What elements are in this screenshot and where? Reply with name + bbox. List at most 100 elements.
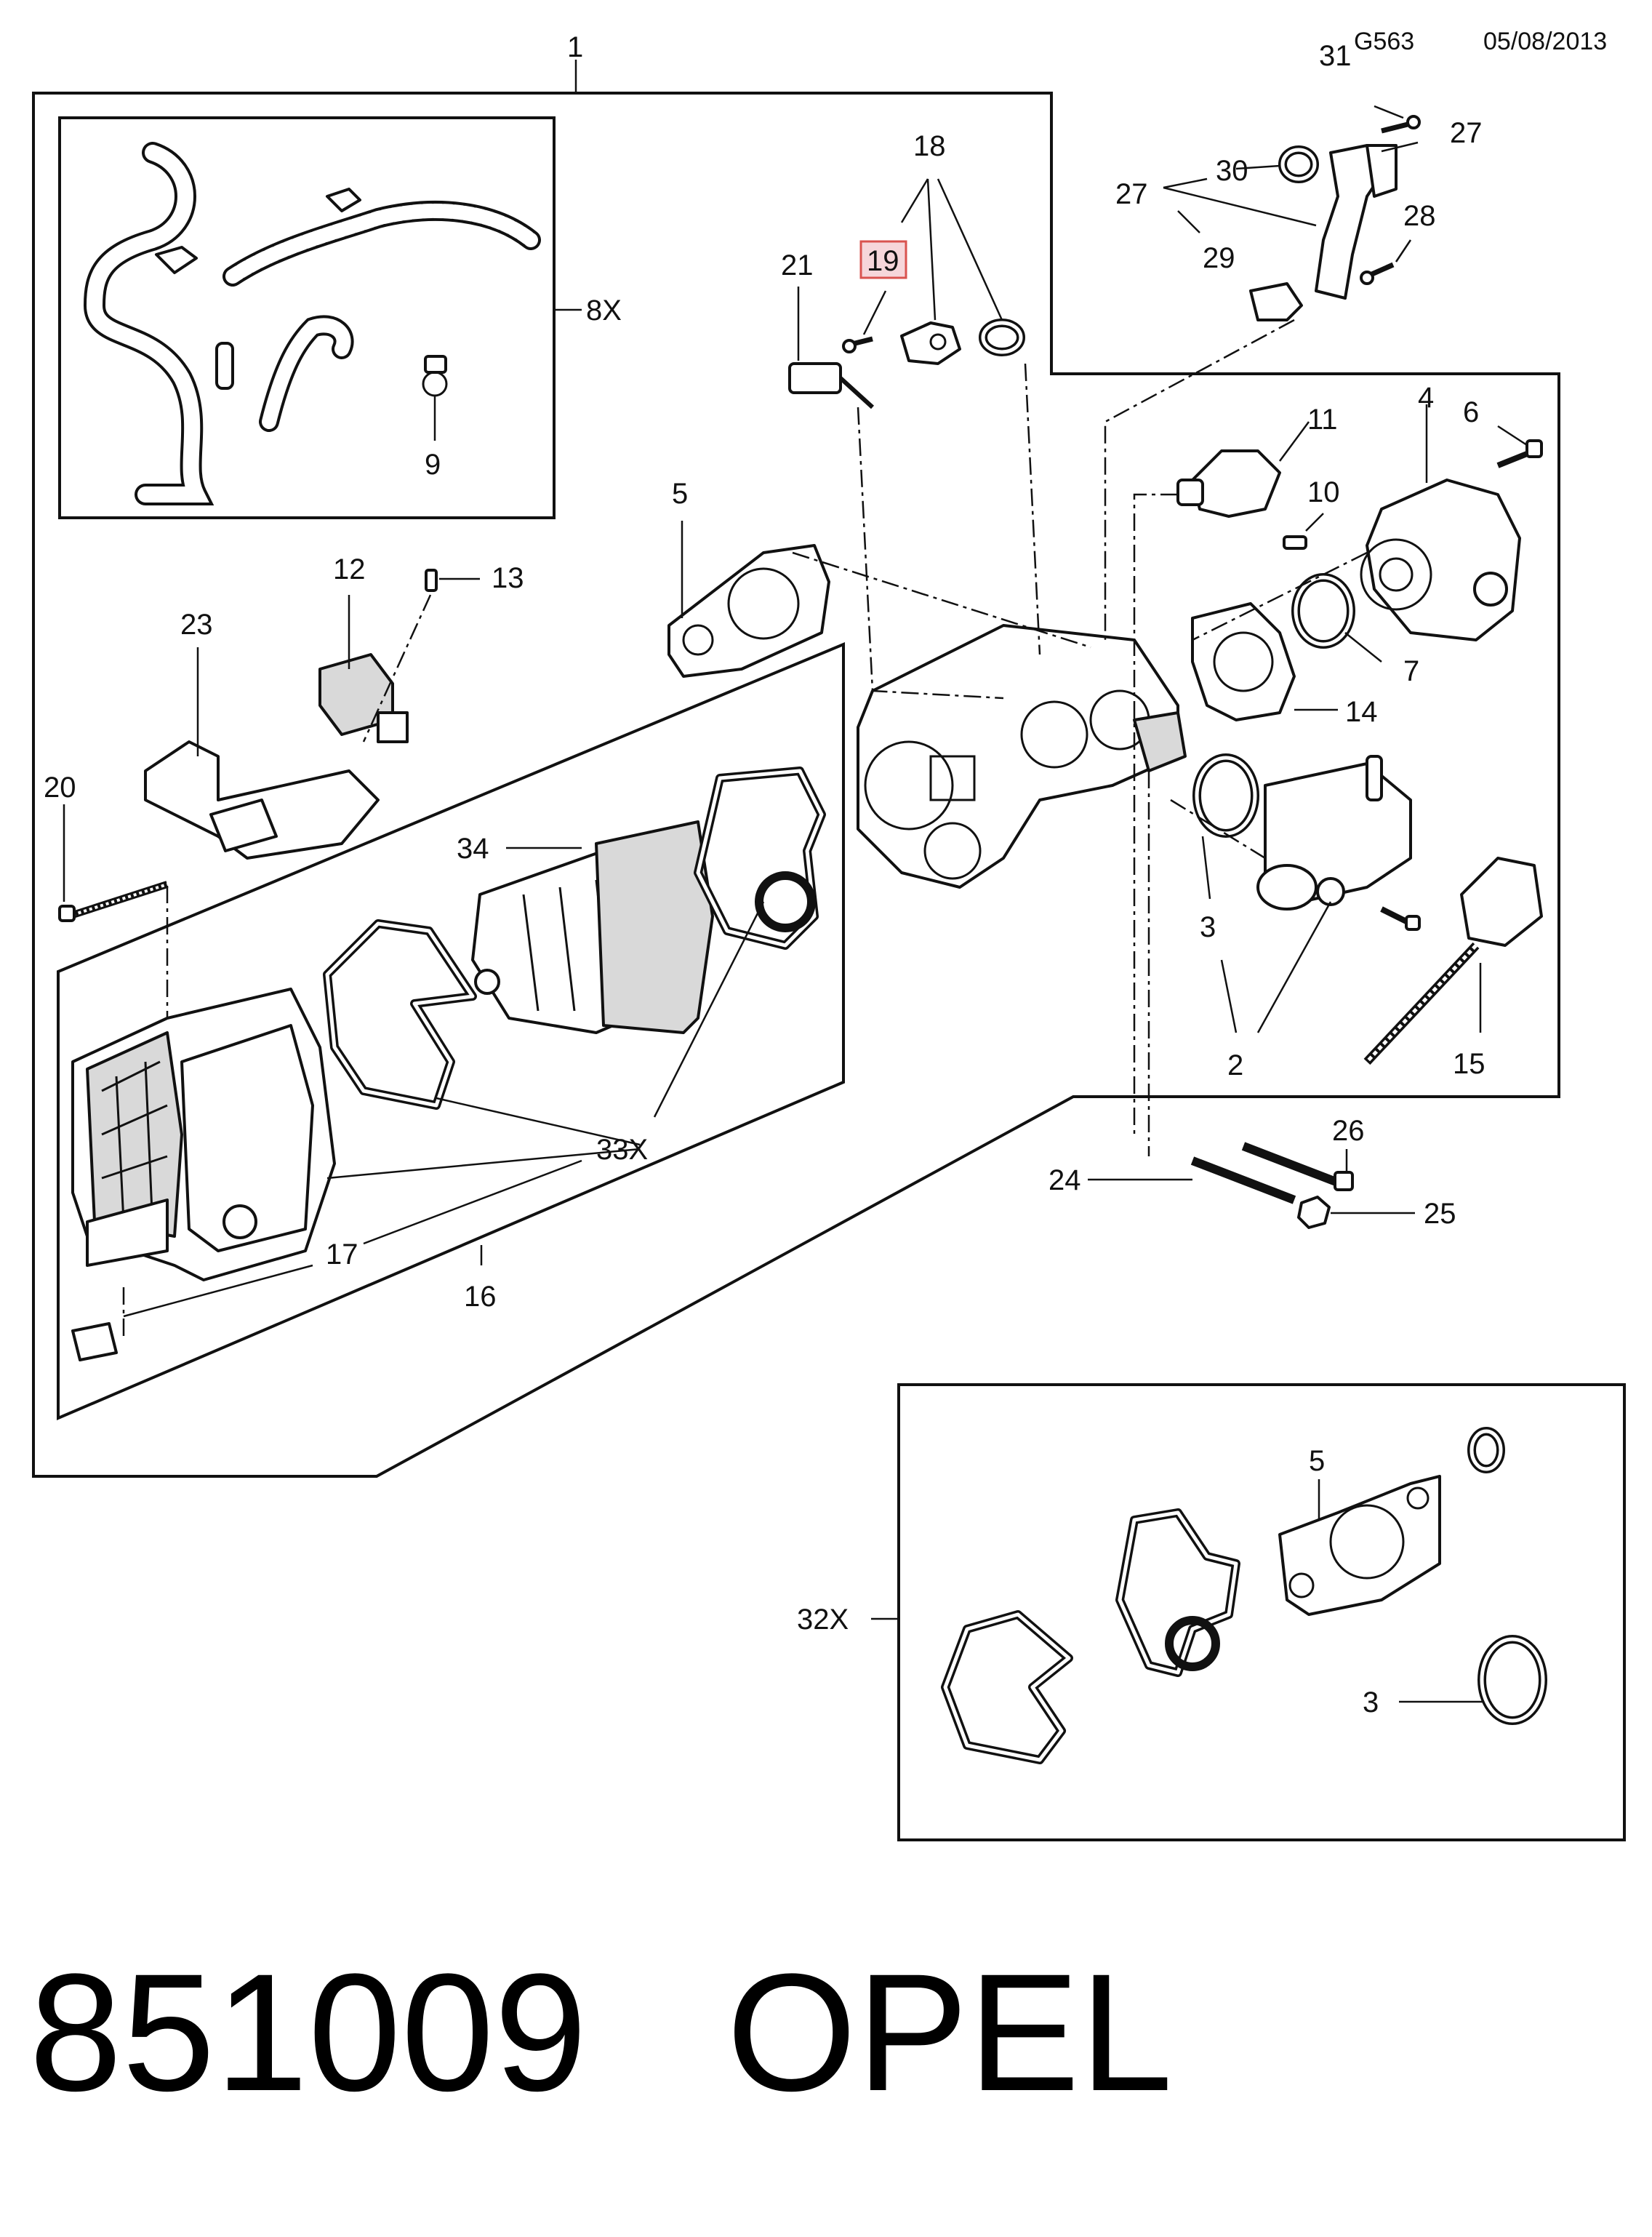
hose-kit-box: [58, 116, 556, 519]
callout-25: 25: [1424, 1198, 1456, 1230]
leader-17a: [363, 1159, 582, 1245]
leader-31: [1374, 105, 1404, 119]
callout-30: 30: [1216, 155, 1248, 187]
dash-2: [1170, 799, 1266, 860]
dash-29: [1104, 319, 1295, 640]
callout-32x: 32X: [797, 1604, 849, 1636]
egr-housing: [857, 624, 1187, 889]
egr-valve-sensor-12: [318, 653, 409, 743]
callout-19: 19: [867, 245, 899, 277]
callout-28: 28: [1403, 200, 1436, 232]
kit-gasket-5: [1278, 1475, 1441, 1616]
dash-21: [857, 407, 1004, 700]
bolt-26: [1241, 1142, 1354, 1191]
hose-set: [83, 142, 541, 505]
screw-19: [842, 336, 873, 353]
screw-28: [1360, 262, 1395, 285]
footer-part-number: 851009: [29, 1939, 588, 2126]
thermostat-housing-4: [1360, 479, 1521, 641]
gasket-14: [1191, 602, 1296, 721]
callout-27-lower: 27: [1115, 178, 1148, 210]
leader-18a: [900, 178, 929, 223]
callout-kit-5: 5: [1309, 1445, 1325, 1477]
callout-6: 6: [1463, 396, 1479, 428]
dash-11: [1133, 493, 1178, 1134]
leader-17b: [123, 1264, 313, 1318]
callout-17: 17: [326, 1238, 358, 1270]
egr-bracket-23: [144, 740, 380, 860]
callout-11: 11: [1307, 404, 1338, 436]
gasket-kit-box: [897, 1383, 1626, 1841]
egr-cooler-core-34: [471, 820, 714, 1034]
callout-16: 16: [464, 1281, 497, 1313]
egr-cooler-box: [57, 642, 845, 1421]
callout-14: 14: [1345, 696, 1378, 728]
bolt-24: [1190, 1156, 1296, 1204]
callout-18: 18: [913, 130, 946, 162]
callout-1: 1: [567, 31, 583, 63]
callout-10: 10: [1307, 476, 1340, 508]
dash-4: [1192, 551, 1368, 641]
bleed-pipe-27: [1315, 144, 1398, 300]
bolt-20: [58, 881, 169, 922]
callout-31: 31: [1319, 40, 1352, 72]
callout-15: 15: [1453, 1048, 1485, 1080]
leader-30: [1235, 164, 1280, 170]
screw-10: [1283, 535, 1307, 550]
leader-3: [1201, 836, 1211, 900]
gasket-29: [1249, 282, 1303, 321]
screw-2: [1380, 906, 1421, 931]
diagram-date: 05/08/2013: [1483, 28, 1607, 55]
coolant-sensor-11: [1176, 449, 1281, 518]
callout-26: 26: [1332, 1115, 1365, 1147]
flange-gasket-5: [667, 544, 830, 678]
hose-clamp-9: [422, 355, 448, 397]
callout-3: 3: [1200, 911, 1216, 943]
callout-8x: 8X: [586, 295, 622, 327]
leader-19: [862, 290, 887, 335]
callout-33x: 33X: [596, 1134, 648, 1166]
leader-18c: [937, 178, 1003, 321]
dash-18: [1024, 363, 1041, 655]
leader-27a: [1381, 141, 1419, 153]
temp-sensor-21: [788, 362, 875, 409]
nut-25: [1297, 1196, 1331, 1229]
coolant-outlet-2: [1256, 755, 1412, 911]
screw-31: [1381, 115, 1421, 134]
assembly-frame-1: [32, 92, 1560, 1478]
callout-21: 21: [781, 249, 814, 281]
leader-18b: [926, 178, 937, 321]
leader-7: [1344, 632, 1382, 663]
callout-29: 29: [1203, 242, 1235, 274]
dash-5: [792, 551, 1091, 649]
footer-brand: OPEL: [726, 1939, 1173, 2126]
callout-27-upper: 27: [1450, 117, 1483, 149]
egr-actuator-15: [1363, 857, 1543, 1065]
leader-27b: [1163, 186, 1317, 227]
callout-20: 20: [44, 772, 76, 804]
screw-13: [425, 569, 438, 592]
callout-kit-3: 3: [1363, 1686, 1379, 1718]
callout-9: 9: [425, 449, 441, 481]
callout-4: 4: [1418, 382, 1434, 414]
callout-5: 5: [672, 478, 688, 510]
leader-2a: [1220, 959, 1238, 1033]
leader-29: [1177, 210, 1200, 233]
callout-2: 2: [1227, 1049, 1243, 1081]
callout-19-highlight: [859, 240, 907, 279]
leaders-33x: [326, 901, 765, 1180]
callout-13: 13: [492, 562, 524, 594]
leader-2b: [1256, 901, 1332, 1033]
leader-10: [1305, 513, 1324, 532]
cooler-flange-gasket: [694, 767, 826, 950]
leader-27c: [1163, 177, 1208, 189]
dash-13: [362, 594, 432, 743]
sensor-adapter-18: [900, 321, 961, 365]
diagram-code: G563: [1354, 28, 1414, 55]
screw-6: [1496, 439, 1543, 468]
kit-gasket-flange: [1115, 1508, 1240, 1677]
cooler-gasket-33x: [323, 919, 477, 1110]
callout-7: 7: [1403, 655, 1419, 687]
egr-cooler-16: [71, 988, 336, 1361]
